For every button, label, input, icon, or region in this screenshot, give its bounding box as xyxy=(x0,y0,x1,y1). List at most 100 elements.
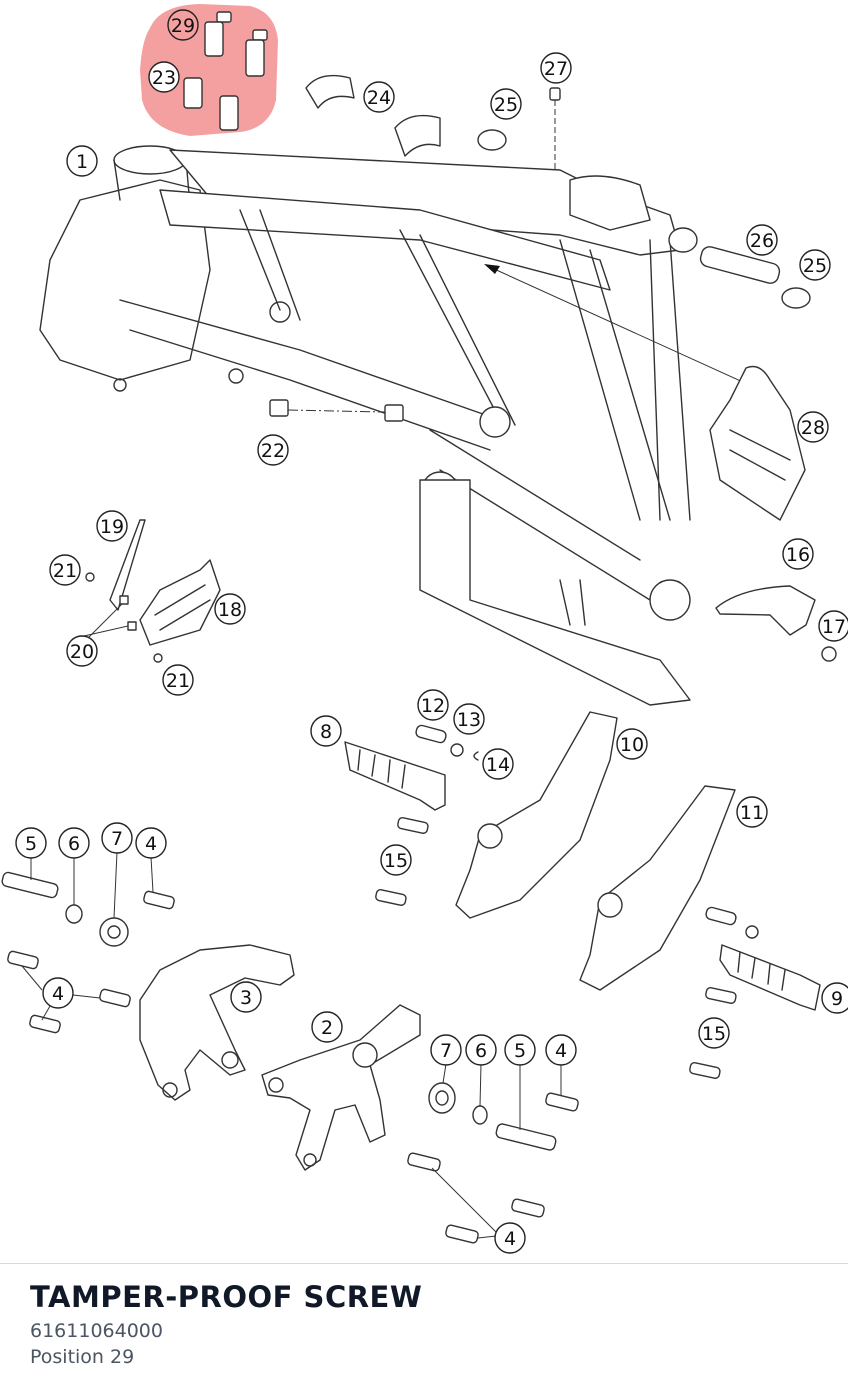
callout-circle-2[interactable] xyxy=(311,1011,343,1043)
part-number: 61611064000 xyxy=(30,1320,163,1342)
callout-label-24[interactable]: 24 xyxy=(367,87,391,109)
callout-label-7[interactable]: 7 xyxy=(440,1040,452,1062)
callout-circle-23[interactable] xyxy=(148,61,180,93)
callout-circle-7[interactable] xyxy=(430,1034,462,1066)
callout-circle-20[interactable] xyxy=(66,635,98,667)
part-title: TAMPER-PROOF SCREW xyxy=(30,1280,423,1314)
footpeg-pin-set xyxy=(415,724,479,761)
callout-label-23[interactable]: 23 xyxy=(152,67,176,89)
callout-label-15[interactable]: 15 xyxy=(384,850,408,872)
heel-guard xyxy=(715,585,837,662)
rear-bracket xyxy=(709,365,806,521)
grommet-parts xyxy=(477,129,811,309)
callout-label-3[interactable]: 3 xyxy=(240,987,252,1009)
main-frame xyxy=(39,145,698,706)
callout-circle-8[interactable] xyxy=(310,715,342,747)
callout-label-11[interactable]: 11 xyxy=(740,802,764,824)
callout-circle-9[interactable] xyxy=(821,982,848,1014)
upper-bolt xyxy=(549,87,561,180)
tamper-proof-screws[interactable] xyxy=(183,11,268,131)
callout-label-21[interactable]: 21 xyxy=(166,670,190,692)
part-position: Position 29 xyxy=(30,1346,135,1368)
callout-label-22[interactable]: 22 xyxy=(261,440,285,462)
reference-arrow xyxy=(484,264,746,384)
callout-circle-4[interactable] xyxy=(494,1222,526,1254)
callout-label-5[interactable]: 5 xyxy=(514,1040,526,1062)
callout-label-6[interactable]: 6 xyxy=(475,1040,487,1062)
callout-label-17[interactable]: 17 xyxy=(822,616,846,638)
callout-circle-26[interactable] xyxy=(746,224,778,256)
callout-label-16[interactable]: 16 xyxy=(786,544,810,566)
callout-circle-6[interactable] xyxy=(465,1034,497,1066)
left-guard-assembly xyxy=(85,519,221,663)
callout-circle-18[interactable] xyxy=(214,593,246,625)
right-hardware xyxy=(407,1082,579,1244)
callout-circle-25[interactable] xyxy=(490,88,522,120)
callout-circle-7[interactable] xyxy=(101,822,133,854)
callout-label-29[interactable]: 29 xyxy=(171,15,195,37)
callout-circle-25[interactable] xyxy=(799,249,831,281)
callout-label-6[interactable]: 6 xyxy=(68,833,80,855)
callout-circle-15[interactable] xyxy=(698,1017,730,1049)
callout-circle-6[interactable] xyxy=(58,827,90,859)
callout-label-20[interactable]: 20 xyxy=(70,641,94,663)
callout-label-15[interactable]: 15 xyxy=(702,1023,726,1045)
callout-circle-19[interactable] xyxy=(96,510,128,542)
callout-label-13[interactable]: 13 xyxy=(457,709,481,731)
callout-label-25[interactable]: 25 xyxy=(494,94,518,116)
callout-circle-5[interactable] xyxy=(504,1034,536,1066)
bolts-15 xyxy=(375,817,737,1079)
callout-circle-24[interactable] xyxy=(363,81,395,113)
callout-label-21[interactable]: 21 xyxy=(53,560,77,582)
callout-label-27[interactable]: 27 xyxy=(544,58,568,80)
callout-label-26[interactable]: 26 xyxy=(750,230,774,252)
clamp-halves xyxy=(305,74,441,157)
callout-circle-10[interactable] xyxy=(616,728,648,760)
callout-circle-27[interactable] xyxy=(540,52,572,84)
callout-label-25[interactable]: 25 xyxy=(803,255,827,277)
callout-label-19[interactable]: 19 xyxy=(100,516,124,538)
callout-label-18[interactable]: 18 xyxy=(218,599,242,621)
left-footpeg xyxy=(344,741,446,811)
callout-label-12[interactable]: 12 xyxy=(421,695,445,717)
callout-label-4[interactable]: 4 xyxy=(555,1040,567,1062)
part-info-panel: TAMPER-PROOF SCREW 61611064000 Position … xyxy=(30,1278,830,1370)
callout-label-28[interactable]: 28 xyxy=(801,417,825,439)
callout-circle-4[interactable] xyxy=(42,977,74,1009)
callout-circle-11[interactable] xyxy=(736,796,768,828)
right-footpeg xyxy=(705,906,821,1011)
callout-circle-4[interactable] xyxy=(545,1034,577,1066)
callout-circle-22[interactable] xyxy=(257,434,289,466)
callout-label-2[interactable]: 2 xyxy=(321,1017,333,1039)
left-hardware xyxy=(1,871,175,1034)
callout-label-4[interactable]: 4 xyxy=(145,833,157,855)
footpeg-brackets xyxy=(455,711,736,991)
callout-circle-12[interactable] xyxy=(417,689,449,721)
callout-circle-1[interactable] xyxy=(66,145,98,177)
callout-circle-21[interactable] xyxy=(49,554,81,586)
callout-circle-17[interactable] xyxy=(818,610,848,642)
callout-label-8[interactable]: 8 xyxy=(320,721,332,743)
callout-circle-4[interactable] xyxy=(135,827,167,859)
clip-part xyxy=(269,399,404,422)
callout-circle-21[interactable] xyxy=(162,664,194,696)
callout-circle-28[interactable] xyxy=(797,411,829,443)
callout-label-7[interactable]: 7 xyxy=(111,828,123,850)
callout-circle-3[interactable] xyxy=(230,981,262,1013)
divider xyxy=(0,1263,848,1264)
callout-circle-14[interactable] xyxy=(482,748,514,780)
right-footrest-bracket xyxy=(261,1004,421,1171)
callout-label-1[interactable]: 1 xyxy=(76,151,88,173)
callout-label-5[interactable]: 5 xyxy=(25,833,37,855)
callout-circle-16[interactable] xyxy=(782,538,814,570)
callout-circle-13[interactable] xyxy=(453,703,485,735)
callout-label-14[interactable]: 14 xyxy=(486,754,510,776)
callout-circle-15[interactable] xyxy=(380,844,412,876)
callout-label-9[interactable]: 9 xyxy=(831,988,843,1010)
callout-label-4[interactable]: 4 xyxy=(504,1228,516,1250)
callout-label-4[interactable]: 4 xyxy=(52,983,64,1005)
callout-circle-5[interactable] xyxy=(15,827,47,859)
callout-circle-29[interactable] xyxy=(167,9,199,41)
callout-label-10[interactable]: 10 xyxy=(620,734,644,756)
